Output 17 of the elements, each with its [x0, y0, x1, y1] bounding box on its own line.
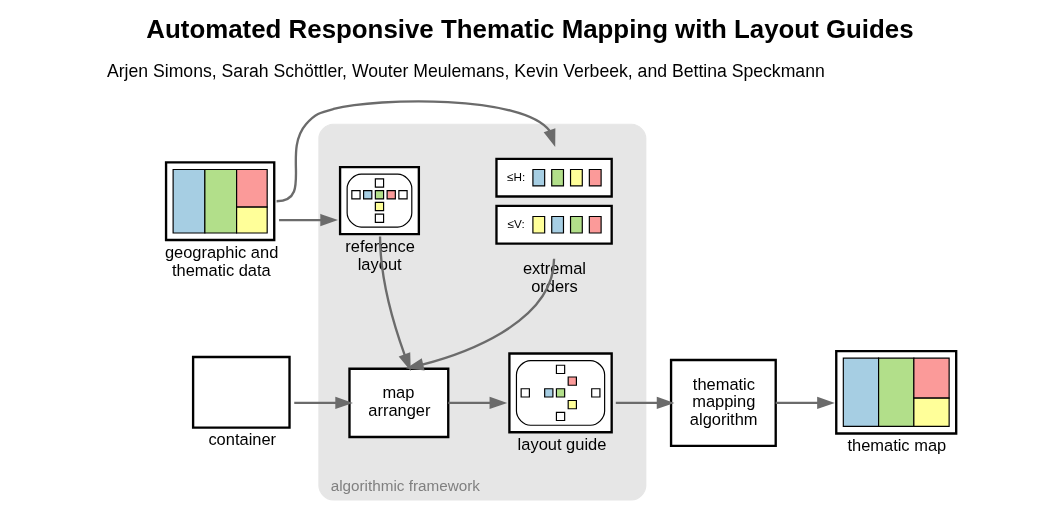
diagram-title: Automated Responsive Thematic Mapping with Layout Guides: [146, 14, 914, 43]
arrow: [615, 396, 675, 409]
node-box: map arranger: [348, 367, 450, 438]
node-label: layout guide: [517, 434, 607, 453]
node-box: thematic mapping algorithm: [669, 358, 777, 447]
node-label: thematic map: [847, 435, 947, 454]
node-label: geographic and thematic data: [164, 242, 279, 279]
arrow: [406, 258, 556, 370]
node-label: extremal orders: [522, 258, 587, 295]
arrow: [294, 396, 353, 409]
node-label: container: [208, 429, 277, 448]
arrow: [775, 396, 835, 409]
arrow: [279, 213, 338, 226]
arrow: [378, 235, 411, 371]
node-label: reference layout: [345, 236, 415, 273]
label: Arjen Simons, Sarah Schöttler, Wouter Meulemans, Kevin Verbeek, and Bettina Speckmann: [106, 60, 825, 81]
arrow: [448, 396, 508, 409]
